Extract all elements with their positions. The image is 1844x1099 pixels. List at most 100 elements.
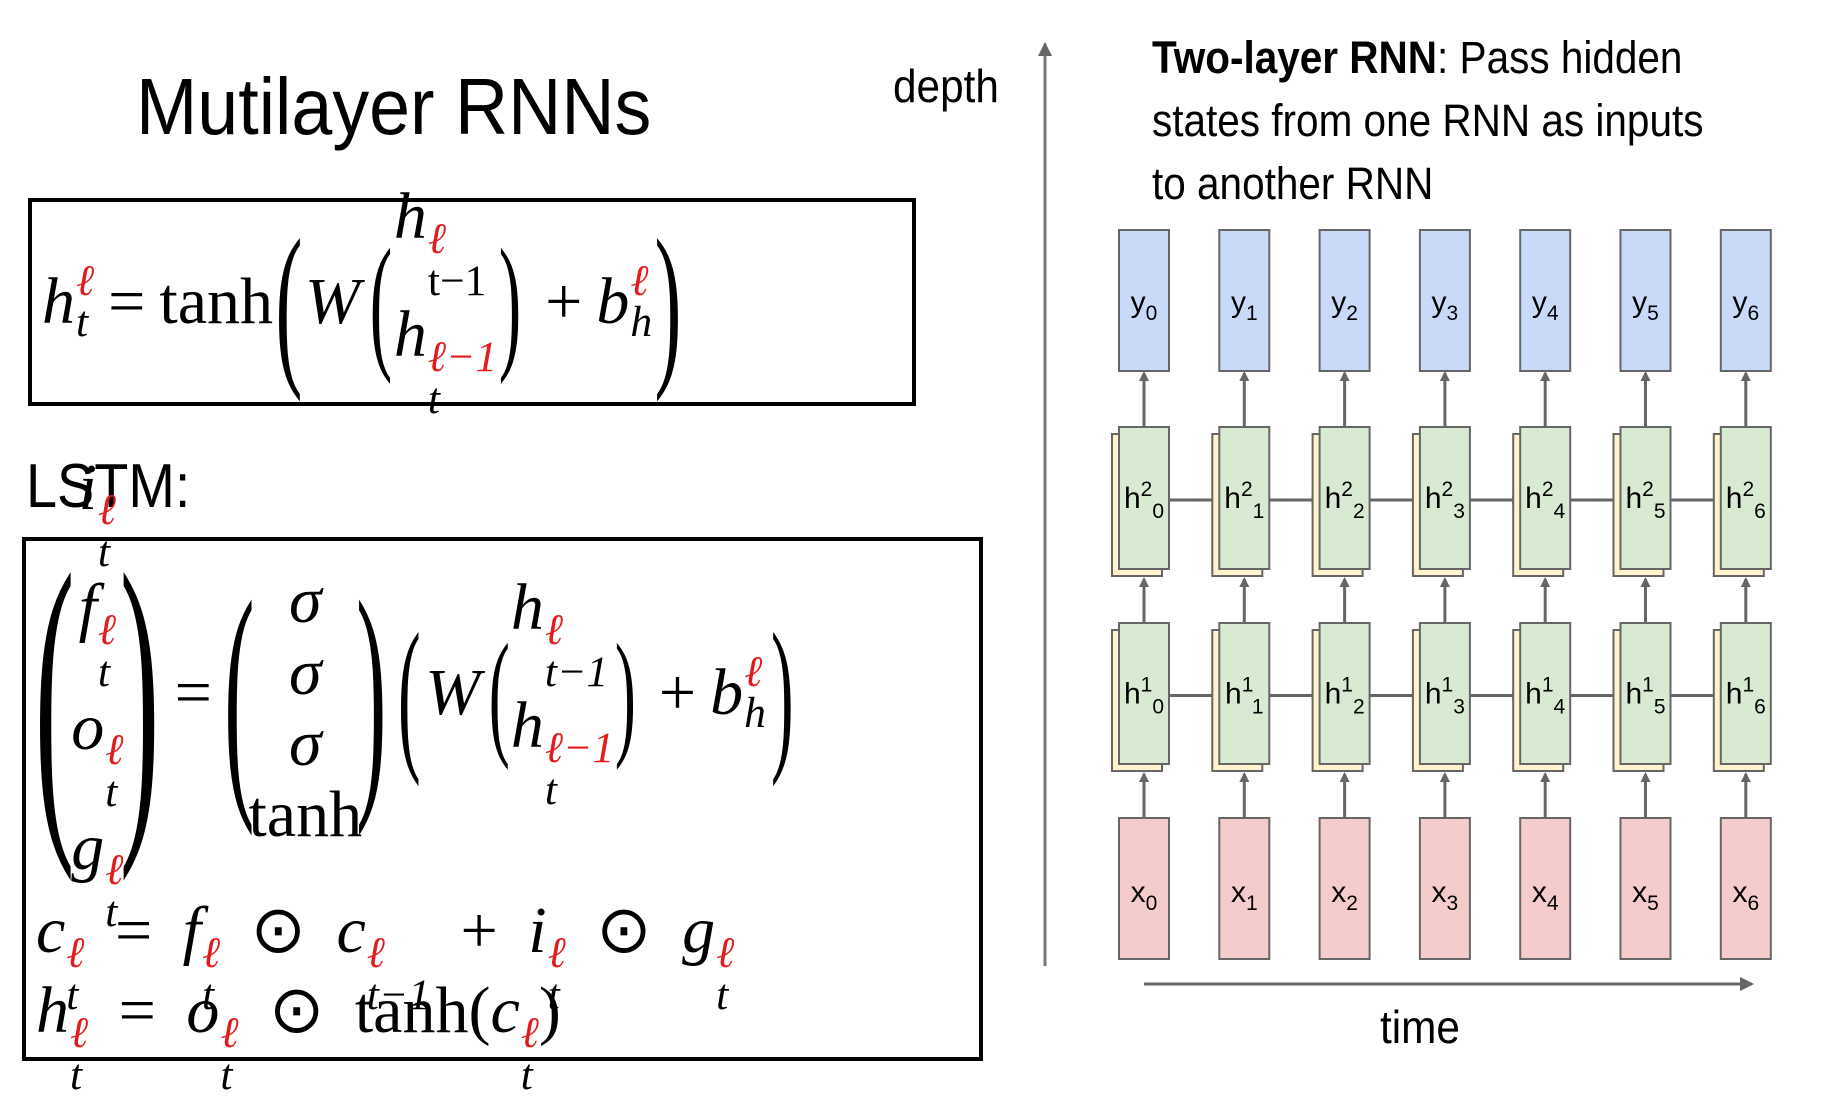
output-label: y1 xyxy=(1231,286,1258,325)
rnn-close-paren-inner: ) xyxy=(498,219,522,385)
lstm-equals: = xyxy=(174,656,212,729)
hidden-state-label: h24 xyxy=(1525,478,1565,523)
hid-close-paren: ) xyxy=(538,974,561,1047)
input-box xyxy=(1318,817,1371,960)
output-label: y2 xyxy=(1331,286,1358,325)
gate-symbol: o xyxy=(71,691,105,764)
rnn-weight: W xyxy=(304,265,360,338)
gate-symbol: f xyxy=(78,571,97,645)
cell-odot-1: ⊙ xyxy=(250,894,306,967)
hid-odot: ⊙ xyxy=(269,974,325,1047)
gate-sup: ℓ xyxy=(97,486,117,535)
lstm-vec-top-sup: ℓ xyxy=(544,606,564,655)
hid-tanh: tanh xyxy=(354,974,469,1047)
hidden-state-label: h14 xyxy=(1525,674,1565,719)
input-box xyxy=(1719,817,1772,960)
output-box xyxy=(1118,229,1170,372)
cell-equals: = xyxy=(114,894,153,967)
hidden-state-box xyxy=(1619,622,1672,765)
output-label: y6 xyxy=(1732,286,1759,325)
lstm-vec-top-sub: t−1 xyxy=(544,647,609,696)
gate-symbol: g xyxy=(71,810,105,884)
rnn-open-paren-outer: ( xyxy=(275,202,303,402)
act-open-paren: ( xyxy=(223,548,255,837)
cell-g: g xyxy=(682,894,716,967)
cell-f-sub: t xyxy=(202,970,215,1019)
hid-c: c xyxy=(490,974,520,1047)
activation-entry: σ xyxy=(288,564,322,638)
hidden-state-box xyxy=(1218,622,1271,765)
caption-line2: states from one RNN as inputs xyxy=(1152,95,1704,146)
input-label: x3 xyxy=(1432,876,1459,915)
gate-sub: t xyxy=(97,527,111,576)
hidden-state-label: h20 xyxy=(1124,478,1164,523)
rnn-plus: + xyxy=(545,265,583,338)
lstm-plus: + xyxy=(658,656,697,729)
hid-h: h xyxy=(36,974,69,1047)
hidden-state-label: h13 xyxy=(1425,674,1465,719)
cell-c-sup: ℓ xyxy=(66,929,85,978)
output-box xyxy=(1318,229,1371,372)
rnn-vec-top-h: h xyxy=(393,180,427,254)
lstm-heading: LSTM: xyxy=(26,452,191,521)
gates-open-paren: ( xyxy=(34,504,75,882)
input-label: x2 xyxy=(1331,876,1358,915)
lstm-open-paren-outer: ( xyxy=(397,598,421,787)
cell-i-sub: t xyxy=(547,970,560,1019)
hidden-state-label: h26 xyxy=(1726,478,1766,523)
lstm-close-paren-inner: ) xyxy=(615,615,637,771)
rnn-vec-bottom-sup: ℓ−1 xyxy=(427,333,498,382)
gate-symbol: i xyxy=(78,451,97,525)
hidden-state-label: h15 xyxy=(1625,674,1665,719)
hidden-state-label: h25 xyxy=(1625,478,1665,523)
output-label: y4 xyxy=(1532,286,1559,325)
rnn-vec-top-sup: ℓ xyxy=(427,215,447,264)
input-label: x5 xyxy=(1632,876,1659,915)
cell-f: f xyxy=(182,894,202,967)
hidden-state-label: h22 xyxy=(1325,478,1365,523)
activation-entry: σ xyxy=(288,707,322,780)
gate-sub: t xyxy=(105,887,118,936)
gate-sup: ℓ xyxy=(97,606,117,655)
input-label: x6 xyxy=(1732,876,1759,915)
hidden-state-label: h23 xyxy=(1425,478,1465,523)
caption-line1: : Pass hidden xyxy=(1437,32,1683,83)
gate-sup: ℓ xyxy=(105,846,124,895)
output-box xyxy=(1719,229,1772,372)
output-box xyxy=(1619,229,1672,372)
rnn-lhs-sup: ℓ xyxy=(76,256,95,305)
gate-sup: ℓ xyxy=(105,726,124,775)
hidden-state-box xyxy=(1619,426,1672,570)
cell-c: c xyxy=(36,894,66,967)
rnn-lhs-sub: t xyxy=(76,298,89,346)
hidden-state-label: h12 xyxy=(1325,674,1365,719)
lstm-vec-bottom-sub: t xyxy=(544,765,558,814)
lstm-vec-top-h: h xyxy=(510,571,544,645)
hidden-state-box xyxy=(1318,426,1371,570)
rnn-tanh: tanh xyxy=(159,265,274,338)
rnn-bias-sub: h xyxy=(630,298,653,346)
input-box xyxy=(1519,817,1572,960)
rnn-open-paren-inner: ( xyxy=(369,219,393,385)
lstm-bias-sup: ℓ xyxy=(744,647,763,696)
lstm-vec-bottom-sup: ℓ−1 xyxy=(544,724,615,773)
cell-cprev-sup: ℓ xyxy=(366,929,385,978)
hidden-state-label: h21 xyxy=(1224,478,1264,523)
rnn-vec-top-sub: t−1 xyxy=(427,256,487,305)
output-box xyxy=(1218,229,1271,372)
input-label: x0 xyxy=(1131,876,1158,915)
rnn-lhs-h: h xyxy=(42,265,75,338)
hidden-state-box xyxy=(1719,426,1772,570)
rnn-bias: b xyxy=(596,265,630,338)
two-layer-rnn-diagram: y0h20h10x0y1h21h11x1y2h22h12x2y3h23h13x3… xyxy=(1038,42,1772,991)
rnn-close-paren-outer: ) xyxy=(654,202,682,402)
cell-g-sup: ℓ xyxy=(716,929,735,978)
